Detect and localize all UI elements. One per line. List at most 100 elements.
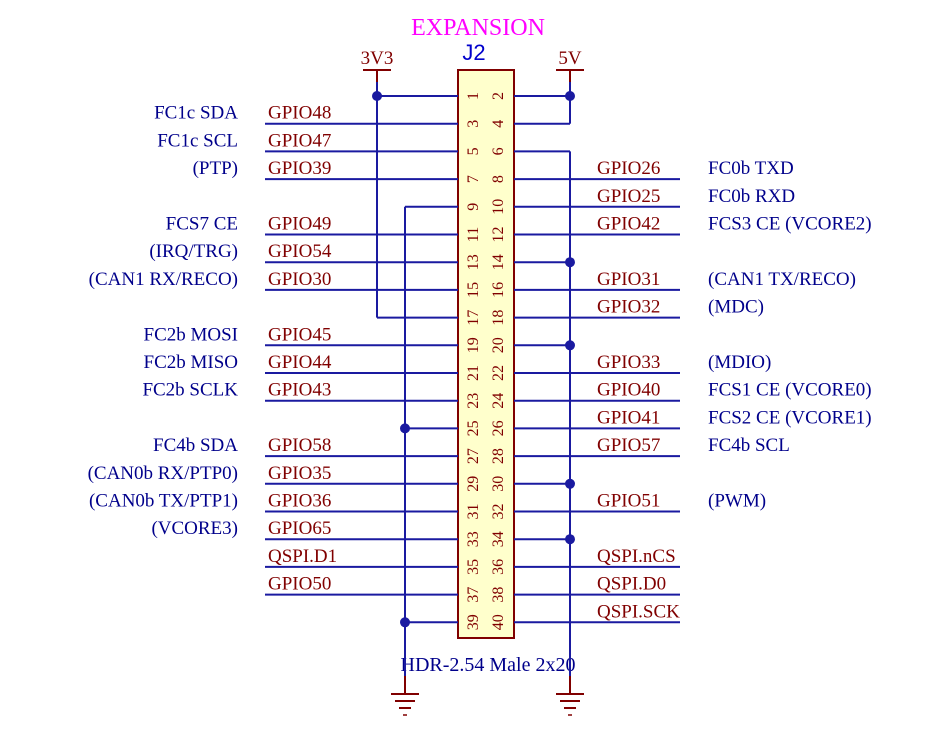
net-label: GPIO31 (597, 269, 660, 290)
signal-desc: FC2b MOSI (144, 324, 239, 345)
net-label: GPIO65 (268, 518, 331, 539)
connector-ref: J2 (462, 40, 485, 65)
net-label: GPIO40 (597, 380, 660, 401)
net-label: GPIO33 (597, 352, 660, 373)
ground-symbol-left (391, 676, 419, 716)
junction-dot (565, 340, 575, 351)
net-label: GPIO50 (268, 574, 331, 595)
net-label: GPIO25 (597, 186, 660, 207)
junction-dot (565, 478, 575, 489)
net-label: GPIO44 (268, 352, 332, 373)
pin-number: 39 (465, 614, 482, 630)
sheet-title: EXPANSION (411, 15, 545, 41)
junction-dot (565, 257, 575, 268)
power-5v-symbol: 5V (556, 48, 584, 82)
pin-number: 16 (490, 282, 507, 298)
signal-desc: (CAN1 RX/RECO) (89, 269, 238, 290)
signal-desc: (MDIO) (708, 352, 771, 373)
signal-desc: (CAN0b TX/PTP1) (89, 491, 238, 512)
pin-number: 30 (490, 476, 507, 492)
signal-desc: FCS7 CE (166, 214, 238, 235)
signal-desc: FC1c SDA (154, 103, 238, 124)
pin-number: 14 (490, 254, 507, 270)
signal-desc: (CAN1 TX/RECO) (708, 269, 856, 290)
signal-desc: FC4b SDA (153, 435, 238, 456)
pin-number: 24 (490, 393, 507, 409)
pin-number: 22 (490, 365, 507, 381)
net-label: GPIO57 (597, 435, 660, 456)
net-label: GPIO26 (597, 158, 660, 179)
ground-symbols-layer (391, 676, 584, 716)
pin-number: 37 (465, 587, 482, 603)
pin-number: 36 (490, 559, 507, 575)
ground-symbol-right (556, 676, 584, 716)
net-label: GPIO51 (597, 491, 660, 512)
pin-number: 6 (490, 147, 507, 155)
pin-number: 15 (465, 282, 482, 298)
power-3v3-label: 3V3 (361, 48, 394, 69)
junction-dot (400, 617, 410, 628)
signal-desc: FCS2 CE (VCORE1) (708, 407, 872, 428)
pin-number: 25 (465, 420, 482, 436)
net-label: QSPI.SCK (597, 601, 680, 622)
junction-dot (372, 91, 382, 101)
pin-number: 40 (490, 614, 507, 630)
signal-desc: FC1c SCL (157, 130, 238, 151)
pin-number: 27 (465, 448, 482, 464)
pin-number: 26 (490, 420, 507, 436)
pin-number: 17 (465, 310, 482, 326)
pin-number: 4 (490, 120, 507, 128)
net-label: GPIO32 (597, 297, 660, 318)
signal-desc: FCS1 CE (VCORE0) (708, 380, 872, 401)
junction-dot (565, 534, 575, 545)
signal-desc: FCS3 CE (VCORE2) (708, 214, 872, 235)
pin-number: 35 (465, 559, 482, 575)
pin-number: 19 (465, 337, 482, 353)
pin-number: 29 (465, 476, 482, 492)
connector-footprint: HDR-2.54 Male 2x20 (401, 654, 576, 676)
junction-dot (565, 91, 575, 101)
pin-number: 33 (465, 531, 482, 547)
net-label: GPIO45 (268, 324, 331, 345)
pin-numbers-layer: 1357911131517192123252729313335373924681… (465, 92, 507, 630)
net-label: GPIO54 (268, 241, 332, 262)
pin-number: 32 (490, 504, 507, 520)
pin-number: 31 (465, 504, 482, 520)
pin-number: 1 (465, 92, 482, 100)
pin-number: 7 (465, 175, 482, 183)
signal-desc: (VCORE3) (151, 518, 238, 539)
net-label: GPIO36 (268, 491, 331, 512)
signal-desc: FC0b TXD (708, 158, 794, 179)
net-label: QSPI.D0 (597, 574, 666, 595)
net-label: QSPI.D1 (268, 546, 337, 567)
pin-number: 20 (490, 337, 507, 353)
pin-number: 18 (490, 310, 507, 326)
labels-layer: GPIO48 FC1c SDA GPIO47 FC1c SCL GPIO39 (PTP) G… (88, 103, 872, 623)
net-label: GPIO41 (597, 407, 660, 428)
signal-desc: (IRQ/TRG) (149, 241, 238, 262)
net-label: GPIO47 (268, 130, 331, 151)
pin-number: 8 (490, 175, 507, 183)
signal-desc: (MDC) (708, 297, 764, 318)
pin-number: 13 (465, 254, 482, 270)
pin-number: 28 (490, 448, 507, 464)
signal-desc: FC2b MISO (144, 352, 239, 373)
signal-desc: (PWM) (708, 491, 766, 512)
signal-desc: FC2b SCLK (142, 380, 238, 401)
net-label: GPIO39 (268, 158, 331, 179)
net-label: GPIO42 (597, 214, 660, 235)
net-label: GPIO48 (268, 103, 331, 124)
net-label: QSPI.nCS (597, 546, 676, 567)
wires-layer (265, 82, 680, 676)
pin-number: 3 (465, 120, 482, 128)
pin-number: 11 (465, 227, 482, 242)
pin-number: 23 (465, 393, 482, 409)
power-5v-label: 5V (558, 48, 582, 69)
power-3v3-symbol: 3V3 (361, 48, 394, 82)
signal-desc: (PTP) (193, 158, 238, 179)
connector-body (457, 69, 515, 639)
signal-desc: FC0b RXD (708, 186, 795, 207)
net-label: GPIO43 (268, 380, 331, 401)
pin-number: 34 (490, 531, 507, 547)
